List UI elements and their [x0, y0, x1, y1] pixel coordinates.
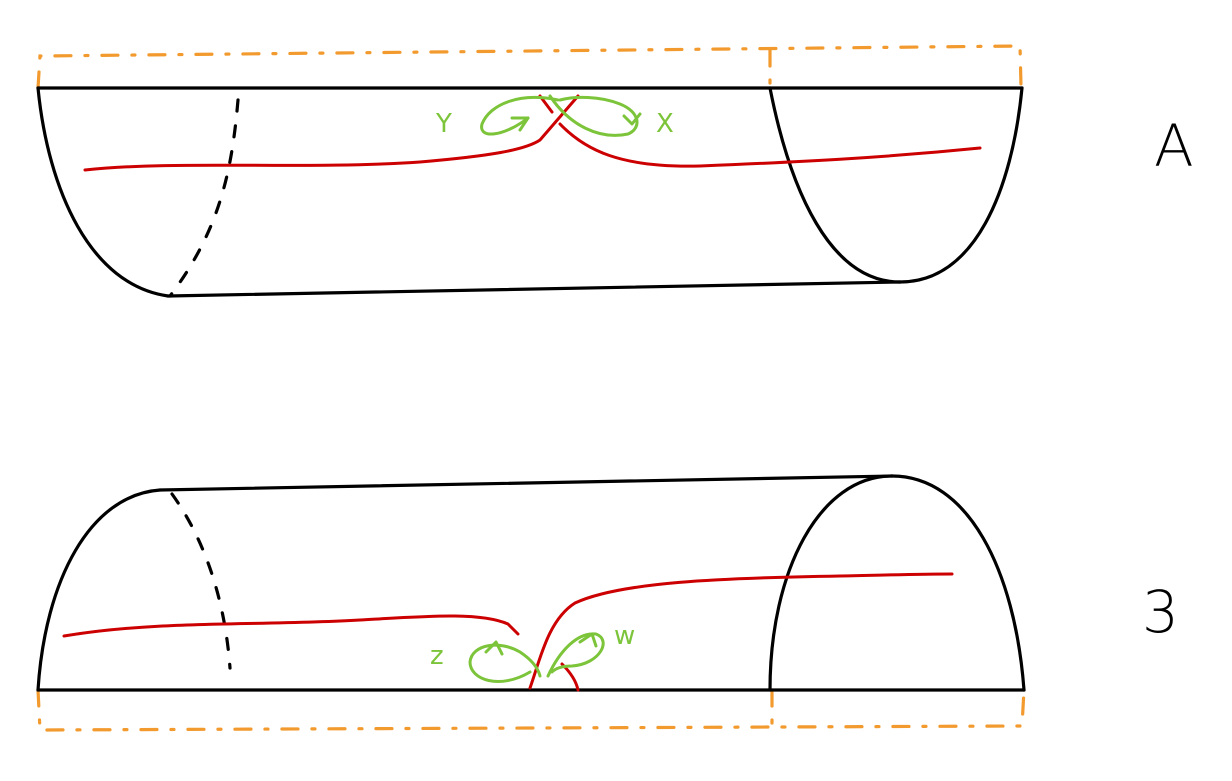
panel-a-loop-x-arrow	[622, 112, 642, 126]
panel-b-loop-z-label: z	[430, 641, 444, 671]
panel-a-strand-left	[83, 94, 580, 172]
panel-b-boundary	[36, 688, 1026, 732]
panel-a-left-cap	[36, 86, 170, 298]
panel-a-label: A	[1154, 112, 1194, 180]
panel-b-left-cap	[36, 488, 162, 692]
panel-b-right-cap-far	[890, 474, 1026, 692]
panel-b-hidden-cap	[170, 492, 232, 670]
panel-a-loop-y	[480, 96, 560, 136]
panel-b-loop-z	[468, 643, 542, 683]
panel-b-loop-w	[546, 632, 605, 678]
panel-b-loop-w-label: w	[614, 621, 635, 651]
panel-b-label: 3	[1142, 578, 1179, 646]
panel-a-bottom-edge	[166, 280, 902, 298]
panel-b: z w 3	[36, 474, 1179, 732]
panel-a-strand-right	[538, 94, 982, 168]
panel-a-loop-y-arrow	[510, 116, 530, 132]
panel-b-strand-right	[528, 572, 954, 690]
panel-a-hidden-cap	[168, 98, 240, 298]
panel-b-top-edge	[158, 474, 894, 492]
panel-a-loop-y-label: Y	[435, 109, 452, 139]
panel-b-loop-w-arrow	[578, 632, 598, 648]
panel-b-loop-z-arrow	[484, 640, 504, 656]
panel-a-loop-x	[548, 94, 639, 137]
panel-b-strand-left	[62, 614, 520, 638]
panel-a-right-cap-near	[768, 86, 902, 284]
panel-a: Y X A	[36, 44, 1194, 298]
panel-a-boundary	[36, 44, 1023, 90]
panel-b-right-cap-near	[768, 474, 894, 692]
panel-a-right-cap-far	[898, 86, 1024, 284]
panel-a-loop-x-label: X	[656, 109, 674, 139]
